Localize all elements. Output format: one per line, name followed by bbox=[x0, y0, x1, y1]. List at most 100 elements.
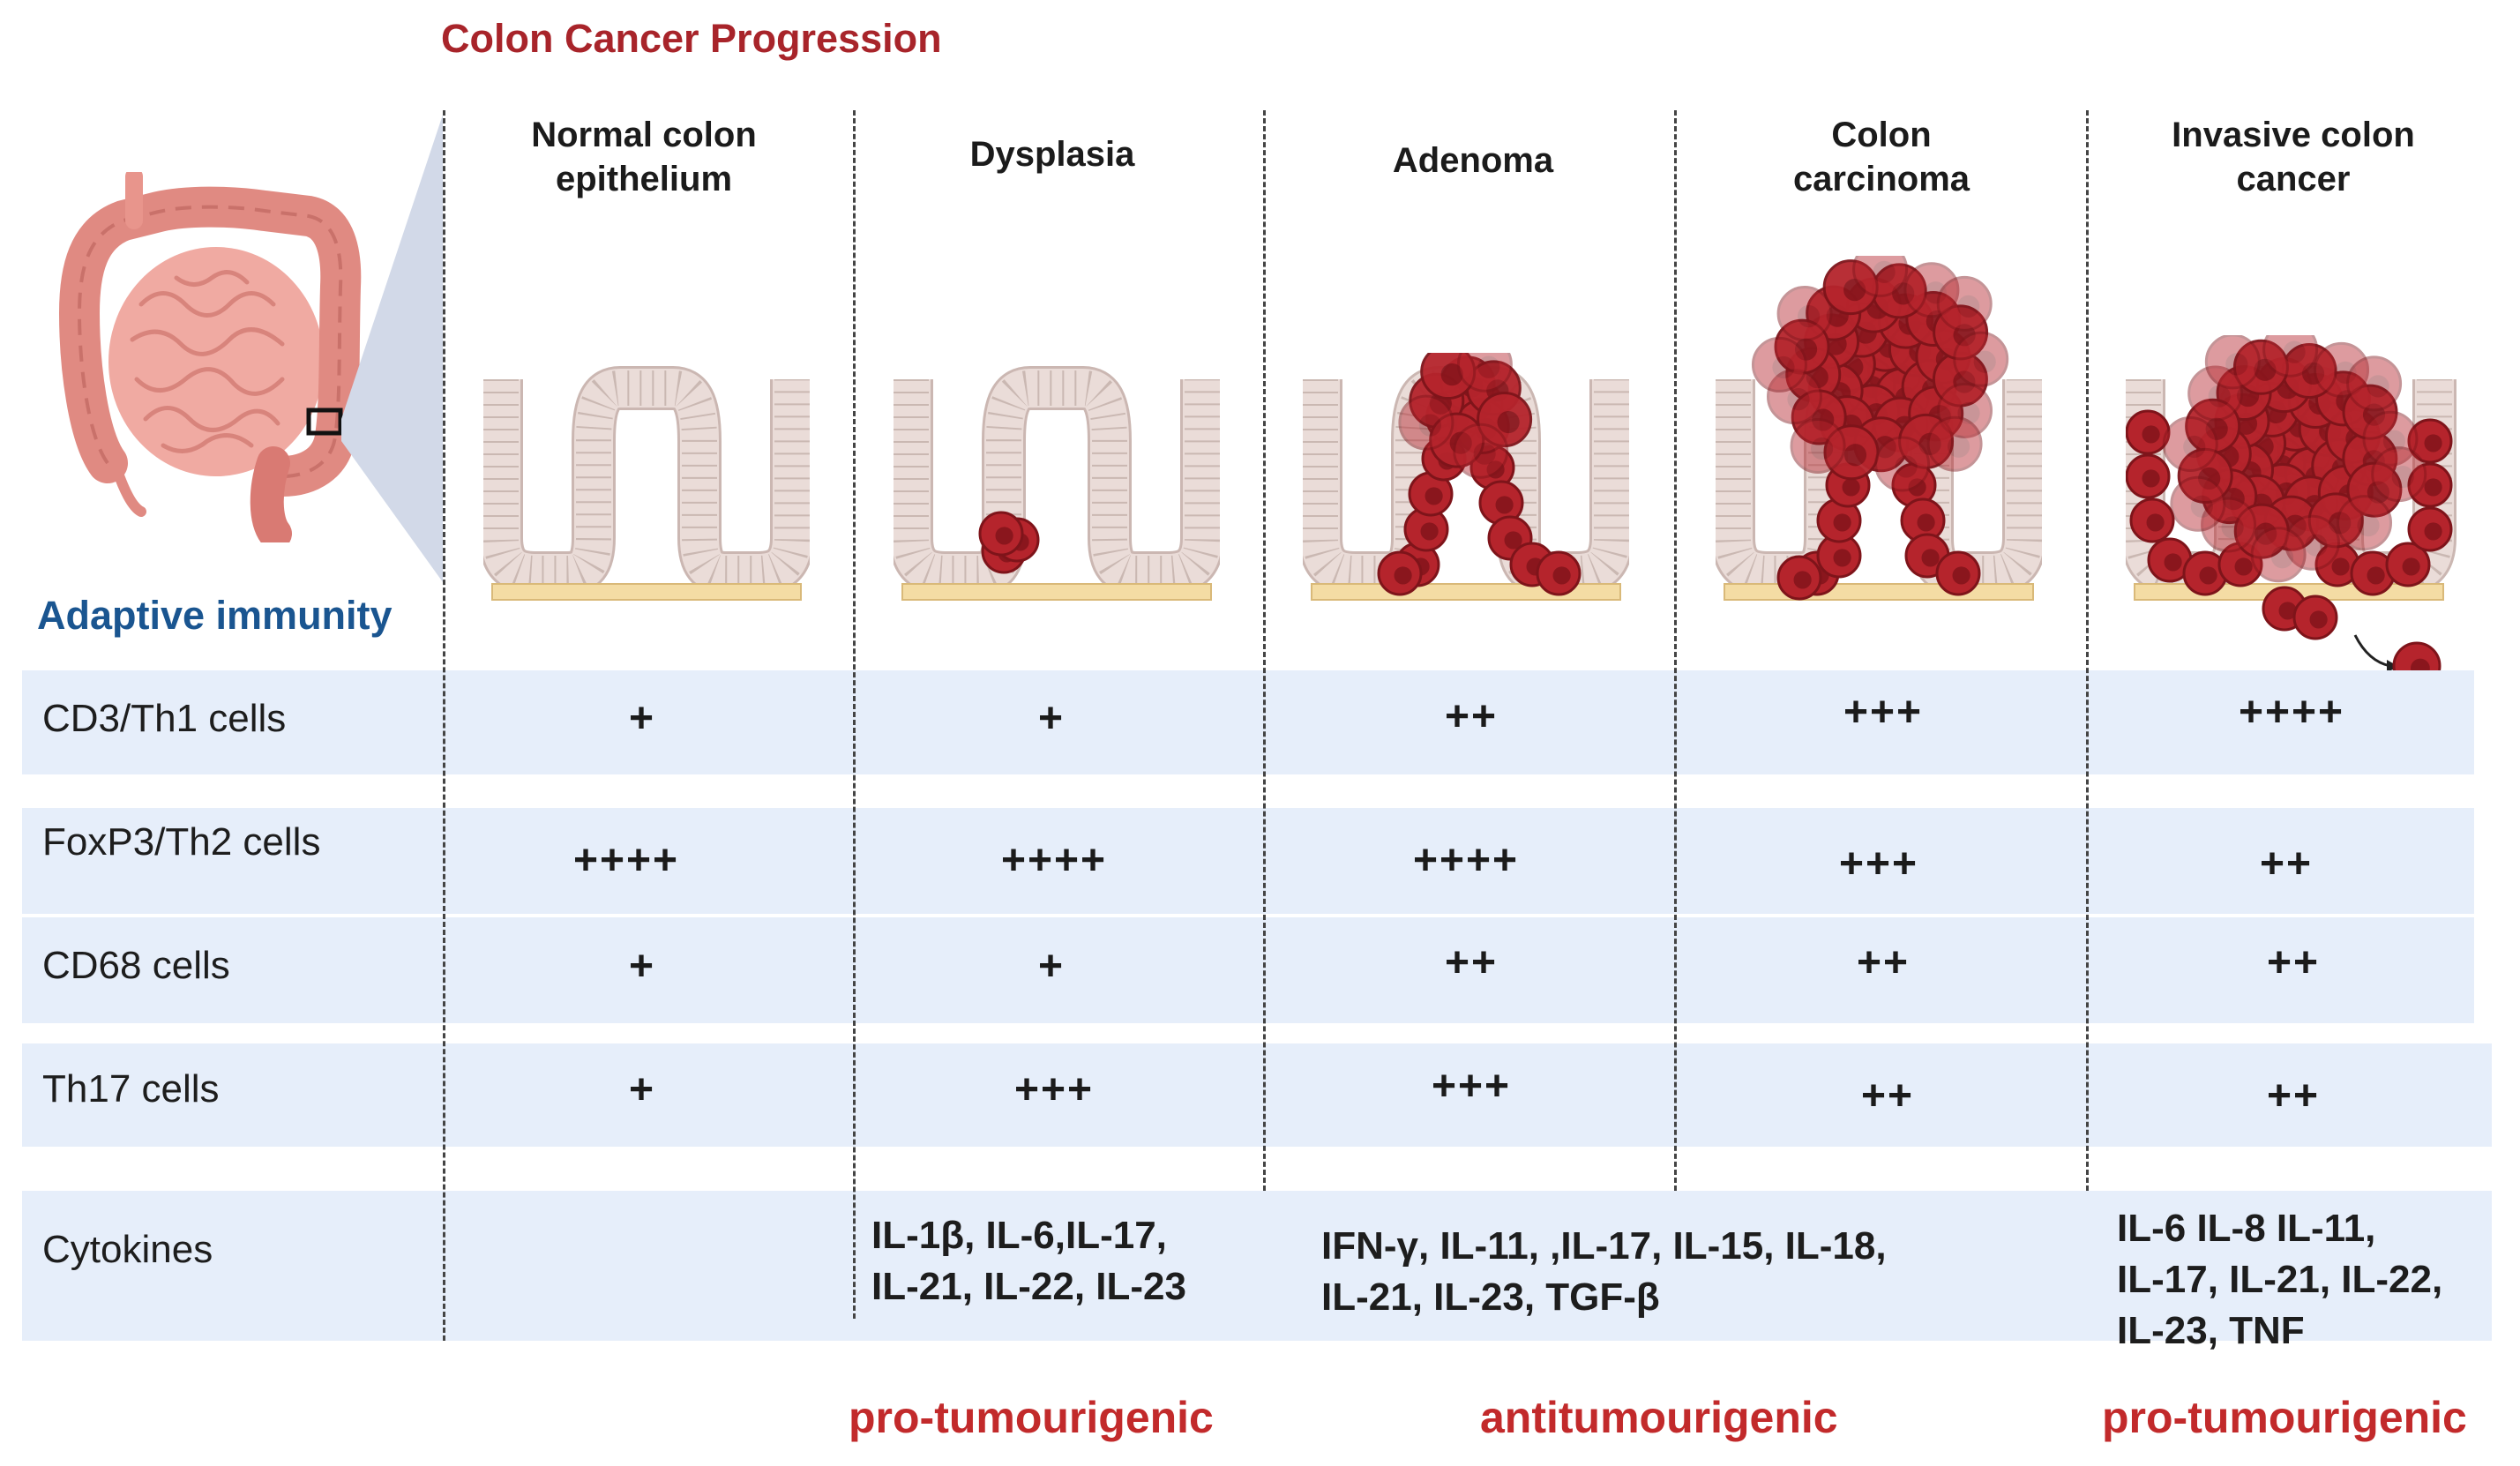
tumor-cell bbox=[1477, 392, 1533, 448]
section-label-adaptive-immunity: Adaptive immunity bbox=[37, 593, 393, 638]
tumor-cell bbox=[2262, 335, 2319, 378]
tumor-cell bbox=[1874, 436, 1931, 492]
tumor-cell bbox=[2126, 453, 2171, 499]
tumor-cell bbox=[2250, 527, 2307, 583]
tumor-cell bbox=[2201, 497, 2257, 553]
tumor-cell bbox=[1903, 262, 1960, 318]
tumor-cell bbox=[1816, 497, 1862, 543]
cell-cd3-dysplasia: + bbox=[1037, 695, 1066, 742]
tumor-cell bbox=[2407, 506, 2453, 552]
column-divider bbox=[2086, 110, 2089, 1191]
tumor-cell bbox=[1429, 412, 1485, 468]
tumor-cell bbox=[2292, 595, 2338, 640]
tumor-cell bbox=[2392, 641, 2441, 670]
row-band-cd3 bbox=[22, 670, 2474, 774]
tumor-cell bbox=[1791, 389, 1847, 445]
tumor-cell bbox=[2284, 514, 2340, 571]
colon-crypt-icon-carcinoma bbox=[1716, 256, 2042, 601]
tumor-cell bbox=[2232, 339, 2289, 395]
tumor-cell bbox=[1398, 394, 1454, 451]
tumor-cell bbox=[1953, 331, 2009, 387]
row-band-th17 bbox=[22, 1043, 2492, 1147]
tumor-cell bbox=[2362, 410, 2419, 467]
tumor-cell bbox=[2177, 447, 2233, 504]
tumor-cell bbox=[1420, 353, 1477, 400]
tumor-cell bbox=[2126, 409, 2171, 455]
stage-label-dysplasia: Dysplasia bbox=[969, 135, 1135, 174]
stage-label-normal: Normal colon epithelium bbox=[531, 116, 757, 198]
tumor-cell bbox=[1766, 369, 1822, 425]
cytokines-anti: IFN-γ, IL-11, ,IL-17, IL-15, IL-18, IL-2… bbox=[1321, 1224, 1887, 1319]
effect-label-pro-tumourigenic-early: pro-tumourigenic bbox=[849, 1393, 1214, 1442]
cell-cd68-normal: + bbox=[628, 943, 656, 990]
tumor-cell bbox=[2147, 537, 2193, 583]
row-label-cd3: CD3/Th1 cells bbox=[42, 697, 287, 740]
cell-th17-invasive: ++ bbox=[2266, 1073, 2321, 1119]
tumor-cell bbox=[1852, 256, 1909, 297]
tumor-cell bbox=[1790, 418, 1846, 475]
tumor-cell bbox=[1408, 471, 1454, 517]
cell-foxp3-carcinoma: +++ bbox=[1838, 841, 1919, 887]
row-band-cytokines bbox=[22, 1191, 2492, 1341]
tumor-cell bbox=[2204, 335, 2261, 390]
cell-foxp3-dysplasia: ++++ bbox=[1000, 837, 1108, 884]
cell-foxp3-invasive: ++ bbox=[2259, 841, 2314, 887]
colon-intestine-icon bbox=[58, 172, 362, 542]
tumor-cell bbox=[2407, 462, 2453, 508]
row-band-foxp3 bbox=[22, 808, 2474, 914]
column-divider bbox=[1674, 110, 1677, 1191]
cell-cd68-dysplasia: + bbox=[1037, 943, 1066, 990]
tumor-cell bbox=[2129, 497, 2175, 543]
tumor-cell bbox=[2337, 495, 2393, 551]
cell-cd3-normal: + bbox=[628, 695, 656, 742]
tumor-cell bbox=[1935, 550, 1981, 596]
tumor-cell bbox=[1926, 415, 1983, 472]
cytokines-pro-early: IL-1β, IL-6,IL-17, IL-21, IL-22, IL-23 bbox=[871, 1214, 1186, 1308]
tumor-cell bbox=[2342, 384, 2398, 440]
tumor-cell bbox=[1456, 353, 1513, 393]
colon-crypt-icon-invasive bbox=[2126, 335, 2456, 670]
column-divider bbox=[1263, 110, 1266, 1191]
tumor-cell bbox=[1776, 286, 1833, 342]
cell-cd3-carcinoma: +++ bbox=[1843, 689, 1924, 736]
effect-label-antitumourigenic: antitumourigenic bbox=[1480, 1393, 1838, 1442]
cell-cd68-adenoma: ++ bbox=[1444, 939, 1499, 986]
tumor-cell bbox=[2187, 365, 2244, 422]
column-divider bbox=[443, 110, 445, 1341]
row-label-cytokines: Cytokines bbox=[42, 1228, 213, 1271]
tumor-cell bbox=[2314, 542, 2360, 587]
tumor-cell bbox=[1891, 462, 1937, 508]
tumor-cell bbox=[978, 511, 1024, 557]
basement-membrane bbox=[491, 583, 802, 601]
tumor-cell bbox=[1774, 318, 1830, 375]
basement-membrane bbox=[1724, 583, 2034, 601]
stage-label-adenoma: Adenoma bbox=[1392, 141, 1554, 180]
stage-label-invasive: Invasive colon cancer bbox=[2172, 116, 2415, 198]
cell-th17-carcinoma: ++ bbox=[1860, 1073, 1915, 1119]
cell-foxp3-adenoma: ++++ bbox=[1412, 837, 1520, 884]
tumor-cell bbox=[1900, 497, 1946, 543]
stage-label-carcinoma: Colon carcinoma bbox=[1792, 116, 1970, 198]
tumor-cell bbox=[2162, 415, 2218, 472]
tumor-cell bbox=[2346, 461, 2403, 518]
cell-foxp3-normal: ++++ bbox=[572, 837, 680, 884]
tumor-cell bbox=[2407, 418, 2453, 464]
row-label-cd68: CD68 cells bbox=[42, 944, 230, 987]
colon-crypt-icon-normal bbox=[483, 366, 810, 601]
colon-crypt-icon-adenoma bbox=[1303, 353, 1629, 601]
tumor-cell bbox=[1751, 336, 1807, 393]
tumor-cell bbox=[1377, 550, 1423, 596]
tumor-cell bbox=[1822, 259, 1879, 316]
zoom-wedge bbox=[341, 115, 443, 582]
tumor-cell bbox=[1776, 555, 1822, 601]
tumor-cell bbox=[1536, 550, 1582, 596]
tumor-cell bbox=[2233, 503, 2290, 559]
tumor-cell bbox=[2350, 550, 2396, 596]
tumor-cell bbox=[1898, 413, 1955, 469]
cytokines-pro-late: IL-6 IL-8 IL-11, IL-17, IL-21, IL-22, IL… bbox=[2117, 1207, 2443, 1352]
tumor-cell bbox=[1403, 506, 1449, 552]
cell-cd3-adenoma: ++ bbox=[1444, 693, 1499, 740]
tumor-cell bbox=[2170, 475, 2226, 532]
tumor-cell bbox=[1936, 275, 1993, 332]
